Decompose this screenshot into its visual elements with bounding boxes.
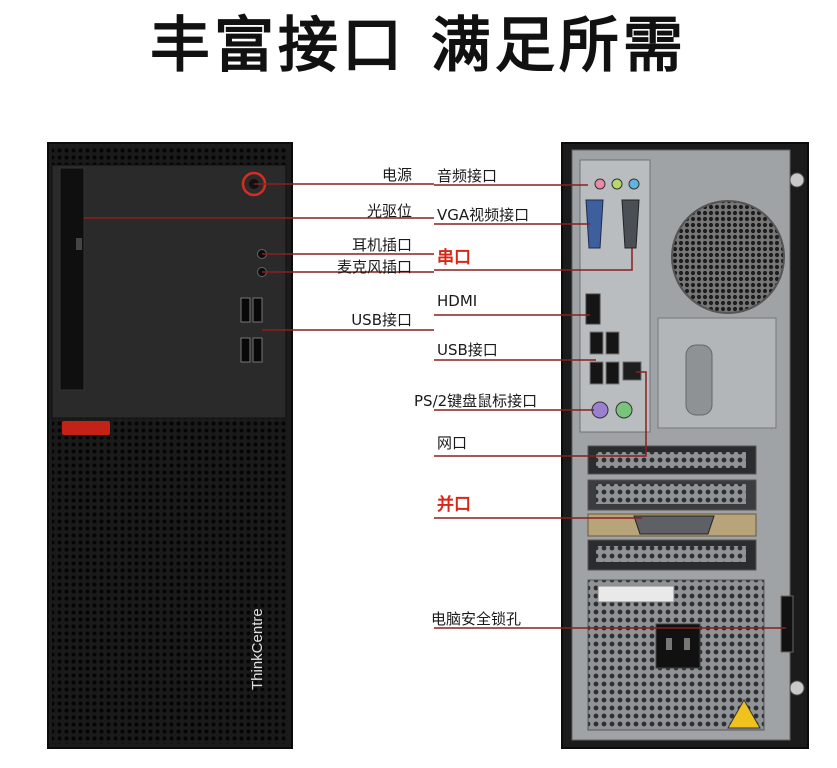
network-port-icon (622, 361, 642, 381)
label-vga: VGA视频接口 (437, 206, 530, 224)
serial-port-icon (621, 199, 640, 249)
label-headphone: 耳机插口 (351, 236, 412, 254)
label-network: 网口 (437, 434, 468, 452)
label-rear-usb: USB接口 (437, 341, 498, 359)
security-lock-slot-icon (780, 595, 794, 653)
label-hdmi: HDMI (437, 292, 478, 310)
label-security-lock: 电脑安全锁孔 (431, 610, 522, 628)
ps2-keyboard-port-icon (591, 401, 609, 419)
rear-usb-ports-icon (589, 331, 620, 385)
vga-port-icon (585, 199, 604, 249)
leader-lines (84, 183, 786, 629)
power-inlet-icon (655, 623, 701, 669)
label-microphone: 麦克风插口 (336, 258, 412, 276)
audio-jacks-icon (594, 178, 640, 190)
ps2-mouse-port-icon (615, 401, 633, 419)
label-power: 电源 (381, 166, 412, 184)
hdmi-port-icon (585, 293, 601, 325)
fan-grille (671, 200, 785, 314)
label-parallel: 并口 (437, 495, 471, 515)
lenovo-badge (62, 421, 110, 435)
front-usb-ports-icon (240, 297, 263, 363)
label-serial: 串口 (437, 248, 471, 268)
label-front-usb: USB接口 (351, 311, 412, 329)
label-optical-drive: 光驱位 (366, 202, 412, 220)
label-audio: 音频接口 (437, 167, 498, 185)
warning-icon (727, 698, 761, 729)
front-mesh (52, 418, 288, 744)
headline: 丰富接口 满足所需 (150, 11, 687, 81)
label-ps2: PS/2键盘鼠标接口 (414, 392, 538, 410)
optical-drive-bay (59, 167, 85, 391)
brand-label: ThinkCentre (249, 608, 266, 690)
parallel-port-icon (633, 515, 715, 535)
rear-tower (561, 142, 809, 749)
